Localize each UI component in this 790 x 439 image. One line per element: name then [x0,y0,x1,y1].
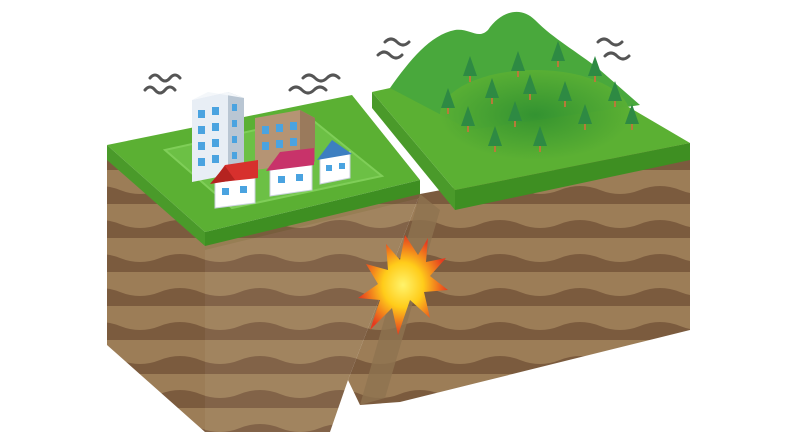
house-icon [266,148,314,197]
tree-icon [625,104,639,130]
tree-icon [441,88,455,114]
left-soil-side [205,194,420,432]
tree-icon [511,51,525,77]
left-soil-front [107,160,205,432]
vibration-icon [143,37,631,95]
tree-icon [523,74,537,100]
explosion-icon [358,235,448,335]
tree-icon [461,106,475,132]
tree-icon [533,126,547,152]
house-icon [317,140,352,185]
tree-icon [488,126,502,152]
tree-icon [558,81,572,107]
tree-icon [578,104,592,130]
forest [441,41,639,152]
tree-icon [485,78,499,104]
left-grass-edge [107,145,205,250]
building-icon [192,92,244,182]
left-crust-block [107,95,420,432]
tree-icon [508,101,522,127]
house-icon [210,160,258,209]
tree-icon [608,81,622,107]
town [192,92,352,209]
tree-icon [588,56,602,82]
tree-icon [463,56,477,82]
tree-icon [551,41,565,67]
